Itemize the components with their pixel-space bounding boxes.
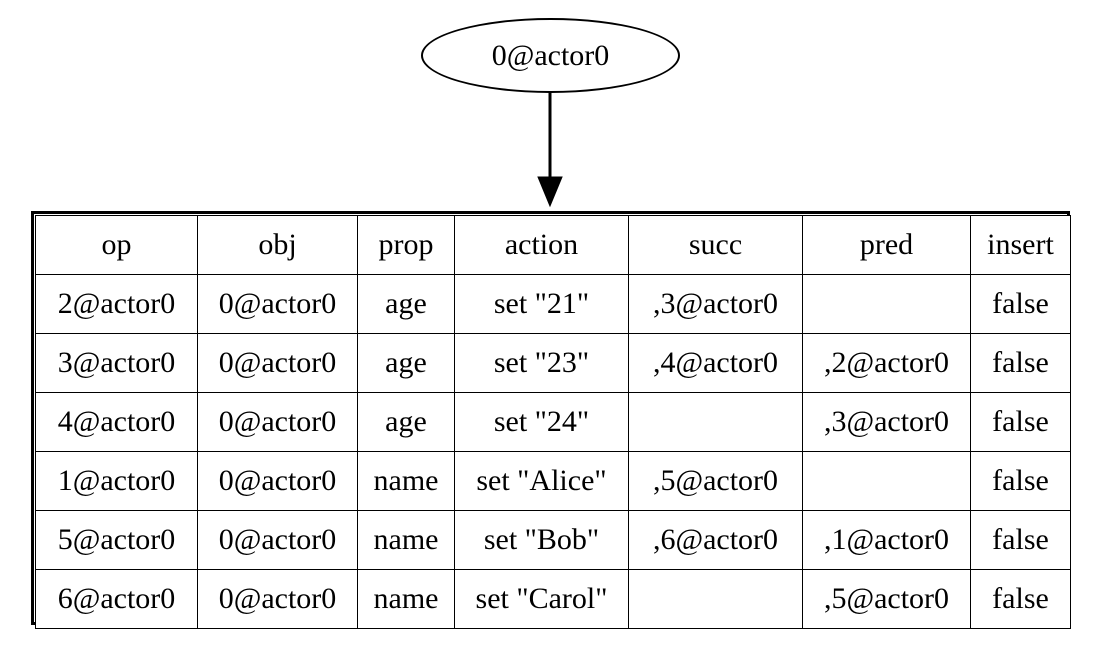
- column-header-obj: obj: [197, 215, 358, 275]
- cell-op: 5@actor0: [35, 510, 198, 570]
- cell-insert: false: [970, 274, 1071, 334]
- cell-action: set "Carol": [454, 569, 629, 629]
- cell-obj: 0@actor0: [197, 451, 358, 511]
- cell-op: 1@actor0: [35, 451, 198, 511]
- graph-node-actor0[interactable]: 0@actor0: [421, 18, 680, 93]
- cell-obj: 0@actor0: [197, 274, 358, 334]
- column-header-succ: succ: [628, 215, 803, 275]
- table-row: 4@actor0 0@actor0 age set "24" ,3@actor0…: [35, 392, 1071, 452]
- cell-action: set "Bob": [454, 510, 629, 570]
- cell-op: 2@actor0: [35, 274, 198, 334]
- cell-op: 6@actor0: [35, 569, 198, 629]
- cell-obj: 0@actor0: [197, 569, 358, 629]
- cell-action: set "Alice": [454, 451, 629, 511]
- cell-prop: name: [357, 569, 455, 629]
- column-header-op: op: [35, 215, 198, 275]
- cell-obj: 0@actor0: [197, 392, 358, 452]
- cell-op: 3@actor0: [35, 333, 198, 393]
- column-header-action: action: [454, 215, 629, 275]
- cell-succ: ,6@actor0: [628, 510, 803, 570]
- cell-succ: [628, 569, 803, 629]
- table-row: 1@actor0 0@actor0 name set "Alice" ,5@ac…: [35, 451, 1071, 511]
- cell-op: 4@actor0: [35, 392, 198, 452]
- table-row: 5@actor0 0@actor0 name set "Bob" ,6@acto…: [35, 510, 1071, 570]
- cell-insert: false: [970, 569, 1071, 629]
- cell-pred: ,2@actor0: [802, 333, 971, 393]
- cell-pred: [802, 451, 971, 511]
- cell-insert: false: [970, 392, 1071, 452]
- arrowhead-icon: [537, 176, 563, 208]
- graph-node-label: 0@actor0: [491, 38, 610, 72]
- table-header-row: op obj prop action succ pred insert: [35, 215, 1071, 275]
- cell-succ: ,3@actor0: [628, 274, 803, 334]
- cell-pred: ,1@actor0: [802, 510, 971, 570]
- cell-obj: 0@actor0: [197, 510, 358, 570]
- cell-insert: false: [970, 333, 1071, 393]
- cell-insert: false: [970, 510, 1071, 570]
- cell-succ: [628, 392, 803, 452]
- cell-pred: [802, 274, 971, 334]
- cell-prop: age: [357, 333, 455, 393]
- cell-prop: name: [357, 510, 455, 570]
- cell-succ: ,4@actor0: [628, 333, 803, 393]
- column-header-pred: pred: [802, 215, 971, 275]
- cell-action: set "24": [454, 392, 629, 452]
- table-row: 6@actor0 0@actor0 name set "Carol" ,5@ac…: [35, 569, 1071, 629]
- cell-pred: ,5@actor0: [802, 569, 971, 629]
- edge-node-to-table: [537, 91, 563, 208]
- table-row: 3@actor0 0@actor0 age set "23" ,4@actor0…: [35, 333, 1071, 393]
- op-table-container: op obj prop action succ pred insert 2@ac…: [31, 211, 1071, 629]
- cell-prop: age: [357, 392, 455, 452]
- cell-prop: name: [357, 451, 455, 511]
- cell-prop: age: [357, 274, 455, 334]
- cell-insert: false: [970, 451, 1071, 511]
- table-row: 2@actor0 0@actor0 age set "21" ,3@actor0…: [35, 274, 1071, 334]
- column-header-prop: prop: [357, 215, 455, 275]
- cell-action: set "21": [454, 274, 629, 334]
- cell-pred: ,3@actor0: [802, 392, 971, 452]
- column-header-insert: insert: [970, 215, 1071, 275]
- op-table: op obj prop action succ pred insert 2@ac…: [35, 215, 1071, 629]
- cell-succ: ,5@actor0: [628, 451, 803, 511]
- cell-obj: 0@actor0: [197, 333, 358, 393]
- cell-action: set "23": [454, 333, 629, 393]
